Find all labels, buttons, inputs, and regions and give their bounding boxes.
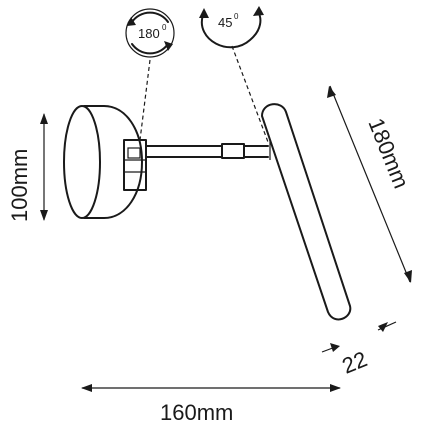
disc-side xyxy=(83,105,143,219)
arrow-icon xyxy=(378,322,388,332)
rotation-arc xyxy=(200,11,262,49)
arrow-icon xyxy=(253,6,264,16)
wall-base-disc xyxy=(63,105,143,219)
arrow-icon xyxy=(164,41,173,51)
arrow-icon xyxy=(127,17,136,26)
rod-coupler xyxy=(221,143,245,159)
arrow-icon xyxy=(404,270,412,283)
arrow-icon xyxy=(81,384,92,392)
arrow-icon xyxy=(199,8,209,18)
rotation-arm-unit: 0 xyxy=(234,12,239,21)
rotation-indicator-180: 180 0 xyxy=(125,8,175,58)
arrow-icon xyxy=(40,210,48,221)
height-label: 100mm xyxy=(7,149,32,222)
dimension-width: 160mm xyxy=(81,384,341,425)
rotation-arc-top xyxy=(131,11,169,23)
rotation-indicator-45: 45 0 xyxy=(199,6,264,49)
rotation-circle xyxy=(125,8,175,58)
leader-line-arm xyxy=(231,45,269,143)
arrow-icon xyxy=(327,86,336,98)
arrow-icon xyxy=(330,343,340,352)
disc-front xyxy=(63,105,101,219)
lamp-tube xyxy=(261,103,352,321)
leader-line-base xyxy=(139,59,151,141)
dimension-height: 100mm xyxy=(7,113,48,222)
rotation-arc-bottom xyxy=(131,43,169,55)
arrow-icon xyxy=(40,113,48,124)
joint-body xyxy=(123,139,147,191)
dimension-line xyxy=(329,85,411,283)
rotation-base-unit: 0 xyxy=(162,23,167,32)
dimension-length: 180mm xyxy=(327,85,414,283)
width-label: 160mm xyxy=(160,400,233,425)
joint-block xyxy=(123,139,147,191)
diameter-label: 22 xyxy=(339,346,371,378)
rotation-arm-value: 45 xyxy=(218,15,232,30)
tube-body xyxy=(261,103,352,321)
joint-knob xyxy=(127,147,141,159)
arm-rod xyxy=(145,143,269,159)
rotation-base-value: 180 xyxy=(138,26,160,41)
dimension-diameter: 22 xyxy=(321,321,397,379)
arrow-icon xyxy=(330,384,341,392)
length-label: 180mm xyxy=(363,115,414,192)
